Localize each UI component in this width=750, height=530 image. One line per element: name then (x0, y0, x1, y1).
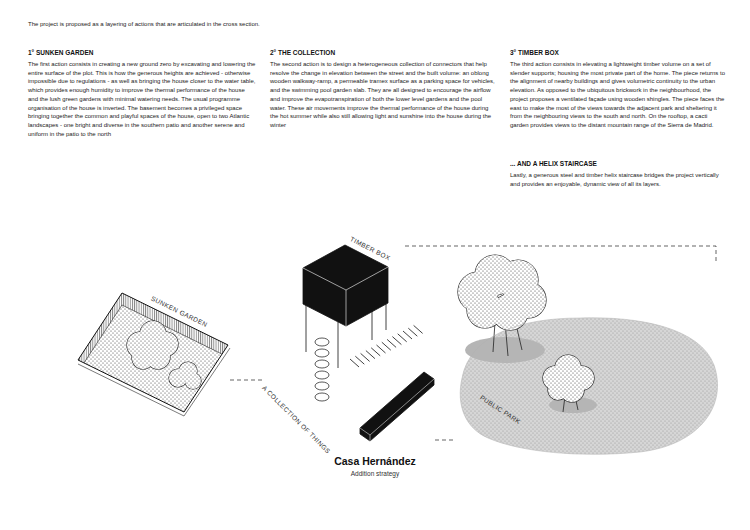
sunken-garden-drawing (78, 293, 230, 416)
walkway-ramp (382, 342, 391, 350)
part-label: PUBLIC PARK (479, 395, 522, 426)
walkway-ramp (350, 359, 359, 367)
tree-symbol (458, 255, 594, 402)
diagram-caption: Addition strategy (250, 470, 500, 478)
node-outline (78, 293, 228, 412)
helix-staircase (315, 393, 329, 401)
section-text: The first action consists in creating a … (28, 60, 256, 138)
node-outline (78, 293, 228, 412)
helix-staircase (315, 371, 329, 379)
walkway-ramp (387, 339, 396, 347)
part-label: A COLLECTION OF THINGS (261, 385, 332, 456)
tree-symbol (132, 347, 154, 369)
collection-slab: A COLLECTION OF THINGS (265, 330, 435, 455)
tree-symbol (185, 373, 201, 389)
node-outline (360, 372, 434, 441)
public-park-area: PUBLIC PARK (455, 262, 725, 460)
node-outline (460, 318, 717, 455)
dashed-connector (405, 246, 716, 262)
tree-symbol (127, 321, 201, 389)
node-outline (460, 318, 717, 455)
timber-box-legs (372, 311, 373, 340)
intro-text: The project is proposed as a layering of… (28, 20, 263, 29)
helix-staircase (315, 338, 329, 346)
walkway-ramp (361, 353, 370, 361)
tree-symbol (548, 380, 568, 400)
section-heading: 2° THE COLLECTION (270, 49, 498, 57)
node-outline (303, 267, 388, 326)
timber-box-legs (306, 305, 307, 352)
walkway-ramp (366, 351, 375, 359)
tree-symbol (548, 380, 568, 400)
section-text: The third action consists in elevating a… (510, 60, 725, 130)
walkway-ramp (408, 328, 417, 336)
tree-symbol (458, 255, 594, 402)
walkway-ramp (414, 325, 423, 333)
node-outline (303, 245, 388, 326)
sunken-garden-box: SUNKEN GARDEN (70, 285, 230, 415)
public-park-drawing (458, 255, 718, 454)
tree-symbol (127, 321, 201, 389)
section-text: The second action is to design a heterog… (270, 60, 498, 130)
helix-staircase (315, 360, 329, 368)
node-outline (265, 330, 435, 455)
wall-edge (78, 305, 228, 372)
section-heading: 3° TIMBER BOX (510, 49, 725, 57)
diagram-title: Casa Hernández (250, 455, 500, 468)
node-outline (70, 285, 230, 415)
tree-symbol (132, 347, 154, 369)
park-ground (460, 318, 717, 455)
node-outline (360, 372, 434, 441)
timber-box-legs (386, 304, 387, 330)
node-outline (290, 232, 405, 360)
dashed-connector (435, 440, 455, 441)
walkway-ramp (403, 331, 412, 339)
node-outline (455, 262, 725, 460)
walkway-ramp (392, 337, 401, 345)
node-outline (303, 245, 388, 326)
helix-staircase (315, 382, 329, 390)
tree-symbol (467, 292, 503, 328)
helix-staircase (315, 338, 329, 401)
node-outline (360, 379, 434, 441)
section-text: Lastly, a generous steel and timber heli… (510, 171, 725, 188)
tree-shadow (465, 337, 545, 363)
part-label: SUNKEN GARDEN (149, 295, 207, 328)
walkway-ramp (371, 348, 380, 356)
dashed-connector (230, 380, 265, 381)
section-heading: 1° SUNKEN GARDEN (28, 49, 256, 57)
section-heading: ... AND A HELIX STAIRCASE (510, 160, 725, 168)
walkway-ramp (350, 325, 423, 367)
walkway-ramp (398, 334, 407, 342)
walkway-ramp (377, 345, 386, 353)
tree-symbol (467, 292, 503, 328)
timber-box-legs (338, 322, 339, 368)
timber-box: TIMBER BOX (290, 232, 405, 360)
walkway-ramp (355, 356, 364, 364)
helix-staircase (315, 349, 329, 357)
garden-wall (78, 293, 228, 412)
tree-symbol (185, 373, 201, 389)
